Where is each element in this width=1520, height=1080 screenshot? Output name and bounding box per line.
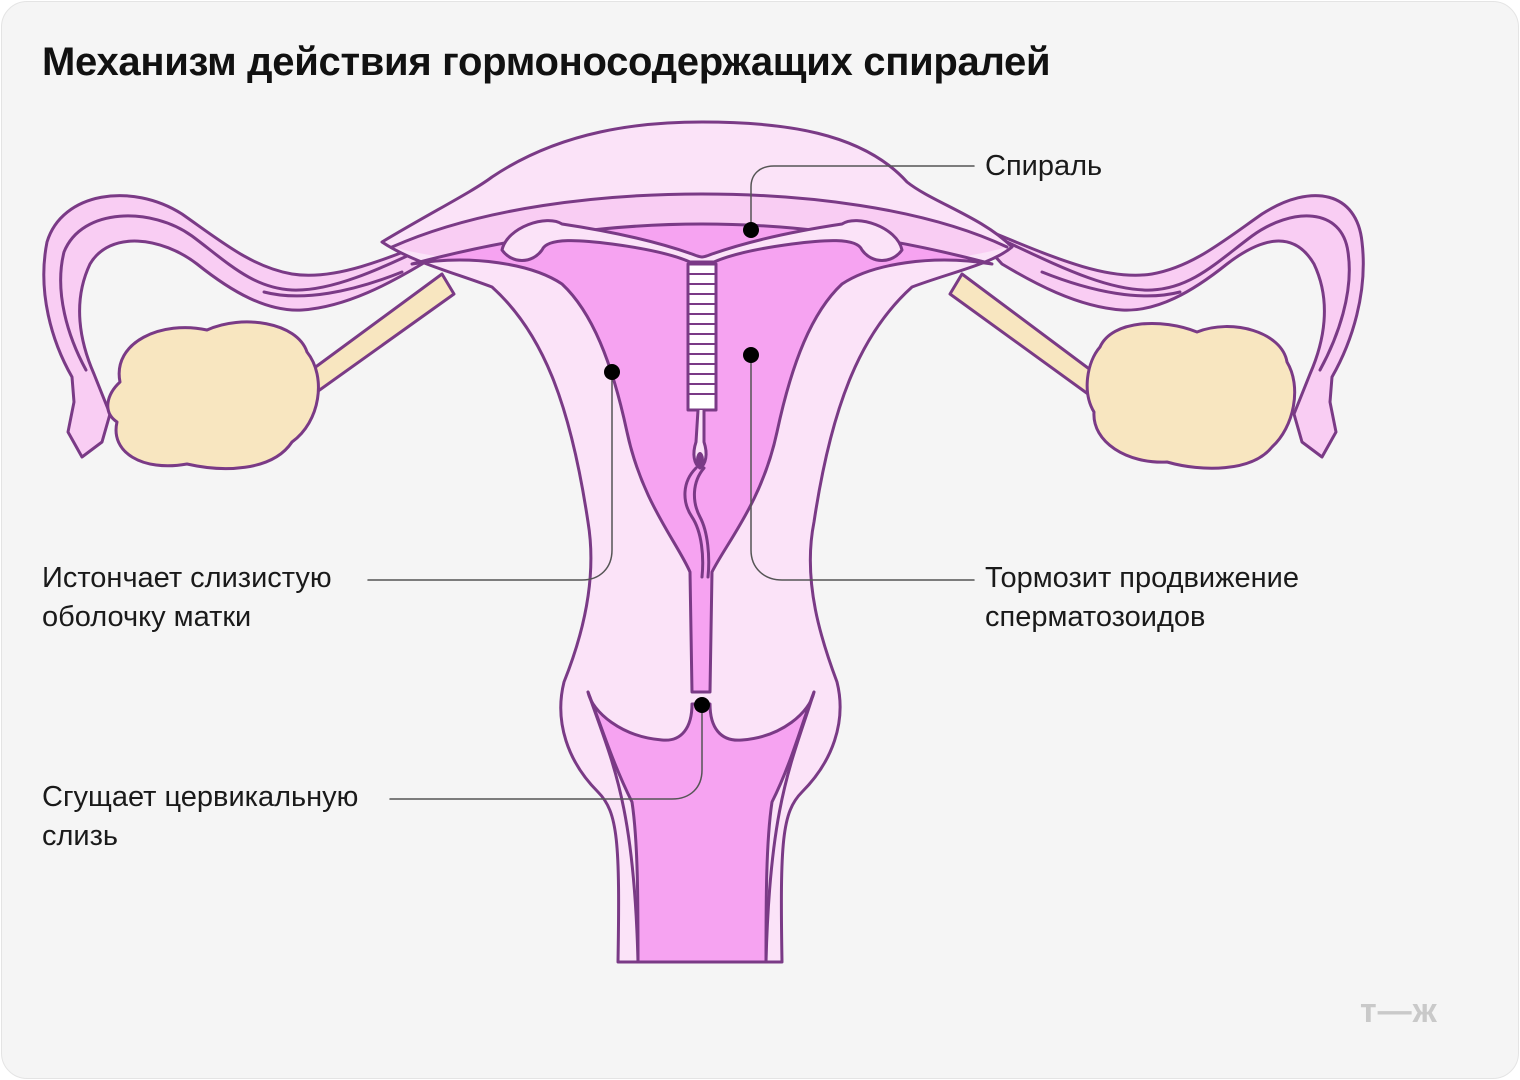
label-sperm-line2: сперматозоидов bbox=[985, 601, 1206, 633]
right-fallopian-tube bbox=[960, 194, 1365, 459]
marker-dot-iud bbox=[743, 222, 759, 238]
iud-device bbox=[500, 219, 904, 579]
brand-logo: т—ж bbox=[1360, 992, 1438, 1030]
label-iud: Спираль bbox=[985, 147, 1102, 186]
marker-dot-sperm bbox=[743, 347, 759, 363]
label-endometrium-line2: оболочку матки bbox=[42, 601, 252, 633]
marker-dot-mucus bbox=[694, 697, 710, 713]
leader-lines bbox=[367, 165, 975, 800]
leader-line-mucus bbox=[389, 704, 703, 800]
marker-dot-endometrium bbox=[604, 364, 620, 380]
label-mucus-line2: слизь bbox=[42, 820, 119, 852]
leader-line-sperm bbox=[750, 354, 975, 581]
label-endometrium: Истончает слизистую оболочку матки bbox=[42, 559, 332, 637]
leader-line-iud bbox=[750, 165, 975, 231]
right-ovary bbox=[1085, 322, 1297, 470]
label-mucus: Сгущает цервикальную слизь bbox=[42, 778, 358, 856]
label-endometrium-line1: Истончает слизистую bbox=[42, 562, 332, 594]
left-fallopian-tube bbox=[42, 194, 484, 459]
leader-line-endometrium bbox=[367, 371, 613, 581]
label-sperm: Тормозит продвижение сперматозоидов bbox=[985, 559, 1299, 637]
label-mucus-line1: Сгущает цервикальную bbox=[42, 781, 359, 813]
left-ovary bbox=[106, 320, 320, 471]
label-iud-text: Спираль bbox=[985, 150, 1103, 182]
page-title: Механизм действия гормоносодержащих спир… bbox=[42, 40, 1051, 84]
label-sperm-line1: Тормозит продвижение bbox=[985, 562, 1300, 594]
